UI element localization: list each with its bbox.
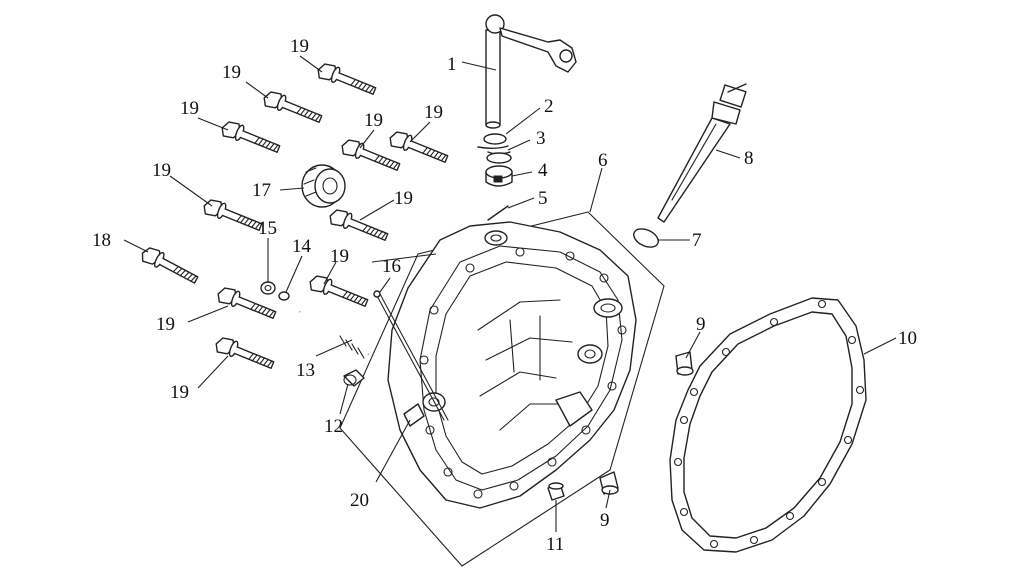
label-part-19-c: 19 [180, 98, 199, 119]
label-part-19-e: 19 [424, 102, 443, 123]
part-4-shift-cam [485, 165, 513, 187]
label-part-19-b: 19 [222, 62, 241, 83]
part-1-shift-shaft [485, 14, 577, 129]
label-part-19-h: 19 [330, 246, 349, 267]
callout-labels: 1 2 3 4 5 6 7 8 9 9 10 11 12 13 14 15 16… [92, 36, 917, 555]
bolt-19-a [314, 59, 379, 100]
label-part-20: 20 [350, 490, 369, 511]
part-15-nut [260, 281, 276, 295]
label-part-15: 15 [258, 218, 277, 239]
bolt-19-b [260, 87, 325, 128]
part-2-o-ring [483, 133, 507, 145]
label-part-19-d: 19 [364, 110, 383, 131]
bolt-19-j [212, 333, 277, 374]
part-3-spring [477, 145, 512, 164]
label-part-7: 7 [692, 230, 702, 251]
label-part-6: 6 [598, 150, 608, 171]
part-20-seal [403, 403, 425, 427]
bolt-19-g [326, 205, 391, 246]
part-9-dowel-lower [599, 471, 619, 495]
label-part-17: 17 [252, 180, 271, 201]
label-part-9-upper: 9 [696, 314, 706, 335]
part-11-plug [547, 482, 565, 501]
label-part-19-a: 19 [290, 36, 309, 57]
leader-lines [123, 55, 897, 532]
label-part-19-i: 19 [156, 314, 175, 335]
label-part-8: 8 [744, 148, 754, 169]
label-part-11: 11 [546, 534, 564, 555]
bolt-18 [138, 243, 201, 289]
bolt-19-e [386, 127, 451, 168]
part-10-gasket [669, 297, 867, 553]
part-16-pin [373, 290, 449, 421]
label-part-18: 18 [92, 230, 111, 251]
label-part-9-lower: 9 [600, 510, 610, 531]
label-part-2: 2 [544, 96, 554, 117]
label-part-12: 12 [324, 416, 343, 437]
label-part-16: 16 [382, 256, 401, 277]
label-part-1: 1 [447, 54, 457, 75]
label-part-13: 13 [296, 360, 315, 381]
label-part-19-j: 19 [170, 382, 189, 403]
part-13-adjuster-screw [299, 310, 369, 359]
bolt-19-c [218, 117, 283, 158]
part-14-washer [278, 291, 290, 301]
part-7-o-ring [633, 228, 659, 248]
part-12-nut [343, 369, 365, 387]
label-part-19-g: 19 [394, 188, 413, 209]
label-part-14: 14 [292, 236, 312, 257]
label-part-10: 10 [898, 328, 917, 349]
part-17-bearing [301, 164, 346, 208]
label-part-3: 3 [536, 128, 546, 149]
bolt-19-f [200, 195, 265, 236]
label-part-4: 4 [538, 160, 548, 181]
part-6-crankcase-cover [339, 211, 665, 567]
part-9-dowel-upper [675, 351, 694, 376]
label-part-19-f: 19 [152, 160, 171, 181]
label-part-5: 5 [538, 188, 548, 209]
part-8-dipstick [657, 83, 747, 223]
bolt-19-h [306, 271, 371, 312]
part-5-pin [487, 205, 509, 221]
